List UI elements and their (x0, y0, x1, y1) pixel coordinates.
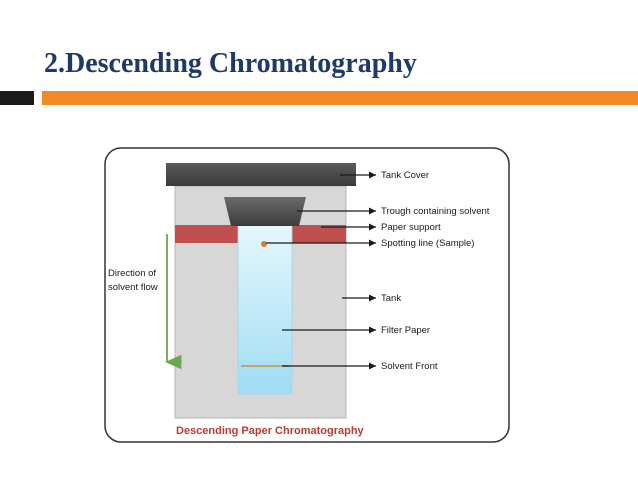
trough (224, 197, 306, 226)
label-trough: Trough containing solvent (381, 206, 490, 217)
diagram-caption: Descending Paper Chromatography (176, 425, 365, 437)
paper-support-left (175, 225, 238, 243)
label-direction-line1: Direction of (108, 268, 156, 279)
slide-title: 2.Descending Chromatography (44, 48, 417, 79)
filter-paper (237, 223, 293, 395)
label-tank-cover: Tank Cover (381, 170, 429, 181)
label-filter-paper: Filter Paper (381, 325, 430, 336)
title-accent-dark-bar (0, 91, 34, 105)
label-tank: Tank (381, 293, 401, 304)
paper-support-right (292, 225, 346, 243)
label-paper-support: Paper support (381, 222, 441, 233)
label-direction-line2: solvent flow (108, 282, 158, 293)
tank-cover (166, 163, 356, 186)
label-spotting-line: Spotting line (Sample) (381, 238, 474, 249)
sample-spot (261, 241, 267, 247)
title-accent-orange-bar (42, 91, 638, 105)
label-solvent-front: Solvent Front (381, 361, 438, 372)
